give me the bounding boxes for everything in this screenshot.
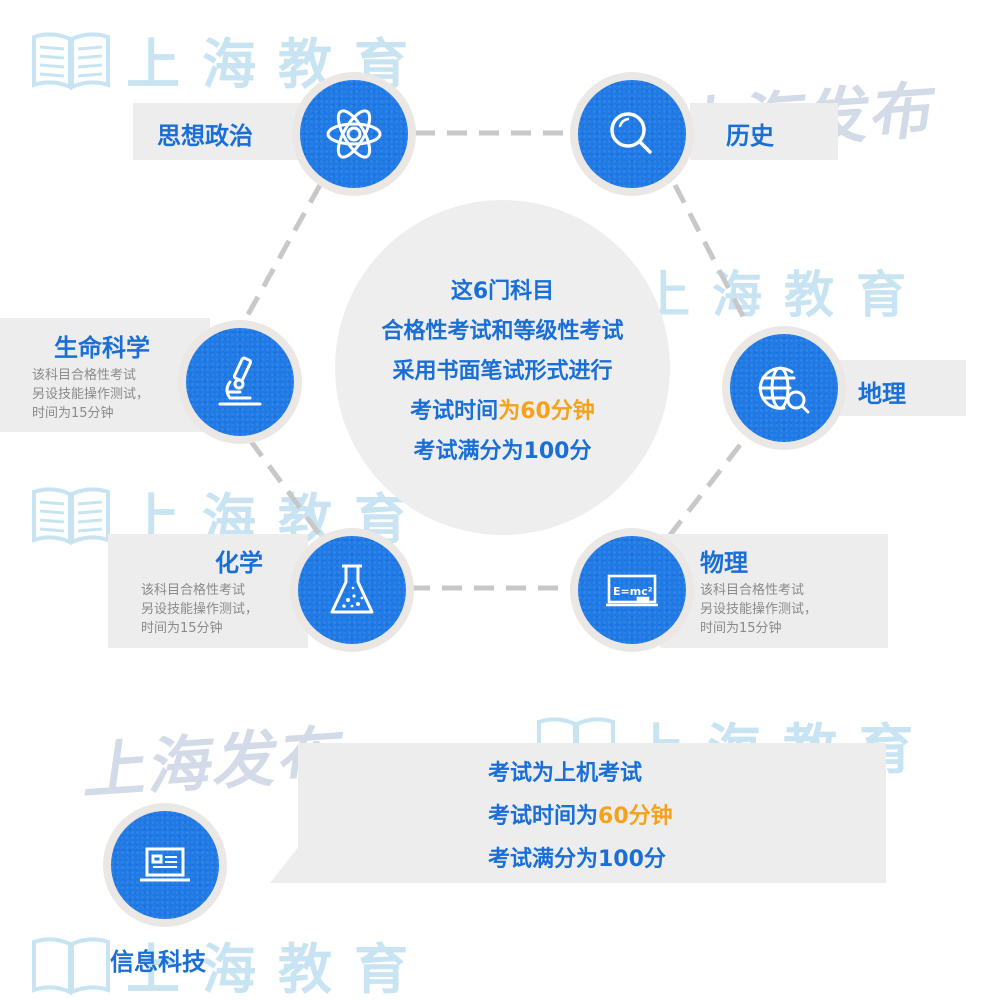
svg-text:E=mc²: E=mc²: [613, 585, 653, 598]
book-icon: [32, 936, 110, 995]
subject-note-physics: 该科目合格性考试 另设技能操作测试， 时间为15分钟: [700, 583, 818, 636]
node-information-technology[interactable]: [103, 803, 227, 927]
watermark-shanghai-education: 上海教育: [640, 266, 928, 324]
panel-chemistry: [108, 534, 308, 648]
it-info-line: 考试为上机考试: [488, 761, 643, 786]
node-physics[interactable]: E=mc²: [570, 528, 694, 652]
center-line: 采用书面笔试形式进行: [392, 359, 613, 384]
subject-note-chemistry: 该科目合格性考试 另设技能操作测试， 时间为15分钟: [141, 583, 259, 636]
node-chemistry[interactable]: [290, 528, 414, 652]
panel-life-science: [0, 318, 210, 432]
node-history[interactable]: [570, 72, 694, 196]
node-geography[interactable]: [722, 326, 846, 450]
subject-title-geography: 地理: [858, 380, 906, 408]
subject-title-politics: 思想政治: [157, 122, 253, 150]
panel-history: [690, 103, 838, 160]
subject-title-information-technology: 信息科技: [110, 948, 206, 976]
it-info-line: 考试时间为60分钟: [488, 804, 673, 829]
subject-title-physics: 物理: [700, 549, 748, 577]
highlight-duration: 60分钟: [598, 804, 673, 829]
center-summary-text: 这6门科目 合格性考试和等级性考试 采用书面笔试形式进行 考试时间为60分钟 考…: [335, 272, 670, 472]
subject-note-life-science: 该科目合格性考试 另设技能操作测试， 时间为15分钟: [32, 368, 150, 421]
it-info-line: 考试满分为100分: [488, 847, 666, 872]
center-line: 考试满分为100分: [413, 439, 592, 464]
atom-icon: [326, 109, 382, 159]
highlight-duration: 为60分钟: [498, 399, 595, 424]
center-line: 这6门科目: [450, 279, 555, 304]
microscope-icon: [218, 356, 262, 406]
subject-title-life-science: 生命科学: [54, 334, 150, 362]
blackboard-icon: E=mc²: [606, 574, 658, 607]
magnifier-icon: [610, 112, 652, 154]
subject-title-history: 历史: [726, 122, 774, 150]
subject-title-chemistry: 化学: [215, 549, 263, 577]
watermark-shanghai-education: 上海教育: [30, 925, 430, 1000]
center-line: 合格性考试和等级性考试: [381, 319, 624, 344]
center-line: 考试时间为60分钟: [410, 399, 595, 424]
panel-physics: [660, 534, 888, 648]
book-icon: [32, 31, 110, 90]
node-life-science[interactable]: [178, 320, 302, 444]
flask-icon: [330, 564, 374, 614]
panel-it-info: [298, 743, 886, 883]
it-exam-info: 考试为上机考试 考试时间为60分钟 考试满分为100分: [488, 752, 673, 881]
node-politics[interactable]: [292, 72, 416, 196]
center-summary-circle: [335, 200, 670, 535]
book-icon: [32, 486, 110, 545]
panel-it-pointer: [270, 845, 300, 883]
panel-politics: [133, 103, 303, 160]
laptop-icon: [140, 847, 190, 882]
globe-search-icon: [758, 366, 810, 414]
